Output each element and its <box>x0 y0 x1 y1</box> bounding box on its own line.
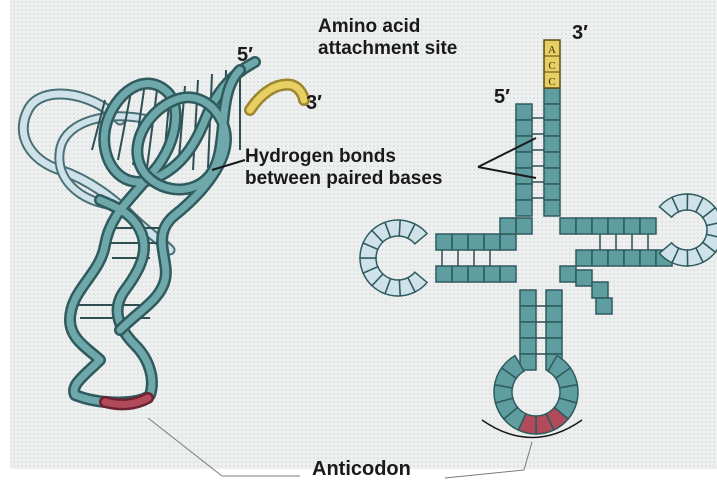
d-stem-lower-cell <box>436 266 452 282</box>
left-5prime-label: 5′ <box>237 44 253 67</box>
d-stem-lower-cell <box>484 266 500 282</box>
acceptor-stem-3prime-cell <box>544 120 560 136</box>
anticodon-stem-right-cell <box>546 322 562 338</box>
hbond-label-line1: Hydrogen bonds <box>245 146 442 168</box>
acceptor-stem-5prime-cell <box>516 184 532 200</box>
t-stem-lower-cell <box>608 250 624 266</box>
variable-cell <box>596 298 612 314</box>
acceptor-stem-5prime-cell <box>516 200 532 216</box>
t-stem-upper-cell <box>592 218 608 234</box>
d-stem-upper-cell <box>436 234 452 250</box>
amino-label-line1: Amino acid <box>318 16 457 38</box>
t-stem-lower-cell <box>624 250 640 266</box>
acceptor-stem-3prime-cell <box>544 104 560 120</box>
d-stem-lower-cell <box>452 266 468 282</box>
anticodon-stem-right-cell <box>546 290 562 306</box>
d-stem-lower-cell <box>468 266 484 282</box>
acceptor-stem-5prime-cell <box>516 104 532 120</box>
acceptor-stem-5prime-cell <box>516 152 532 168</box>
t-stem-upper-cell <box>624 218 640 234</box>
variable-cell <box>576 270 592 286</box>
junction-cell <box>500 218 516 234</box>
acc-base-2: C <box>548 60 555 72</box>
acc-base-3: C <box>548 76 555 88</box>
variable-cell <box>560 266 576 282</box>
t-stem-upper-cell <box>576 218 592 234</box>
t-stem-lower-cell <box>576 250 592 266</box>
variable-cell <box>592 282 608 298</box>
anticodon-pointer-right <box>524 442 532 470</box>
anticodon-label: Anticodon <box>312 458 411 481</box>
acceptor-stem-3prime-cell <box>544 184 560 200</box>
amino-acid-label: Amino acid attachment site <box>318 16 457 60</box>
anticodon-stem-right-cell <box>546 306 562 322</box>
acceptor-stem-3prime-cell <box>544 136 560 152</box>
anticodon-stem-left-cell <box>520 290 536 306</box>
anticodon-stem-left-cell <box>520 322 536 338</box>
t-stem-lower-cell <box>592 250 608 266</box>
anticodon-stem-right-cell <box>546 338 562 354</box>
t-stem-lower-cell <box>640 250 656 266</box>
anticodon-stem-left-cell <box>520 306 536 322</box>
acceptor-stem-5prime-cell <box>516 120 532 136</box>
acceptor-stem-3prime-cell <box>544 168 560 184</box>
d-stem-upper-cell <box>468 234 484 250</box>
t-stem-upper-cell <box>640 218 656 234</box>
t-stem-upper-cell <box>608 218 624 234</box>
hydrogen-bonds-label: Hydrogen bonds between paired bases <box>245 146 442 190</box>
acceptor-stem-3prime-cell <box>544 200 560 216</box>
junction-cell <box>516 218 532 234</box>
acc-base-1: A <box>548 44 556 56</box>
amino-label-line2: attachment site <box>318 38 457 60</box>
d-stem-lower-cell <box>500 266 516 282</box>
left-3prime-label: 3′ <box>306 92 322 115</box>
acceptor-stem-3prime-cell <box>544 88 560 104</box>
acceptor-stem-3prime-cell <box>544 152 560 168</box>
hbond-label-line2: between paired bases <box>245 168 442 190</box>
right-5prime-label: 5′ <box>494 86 510 109</box>
t-stem-upper-cell <box>560 218 576 234</box>
d-stem-upper-cell <box>500 234 516 250</box>
right-3prime-label: 3′ <box>572 22 588 45</box>
d-stem-upper-cell <box>452 234 468 250</box>
anticodon-stem-left-cell <box>520 338 536 354</box>
d-stem-upper-cell <box>484 234 500 250</box>
